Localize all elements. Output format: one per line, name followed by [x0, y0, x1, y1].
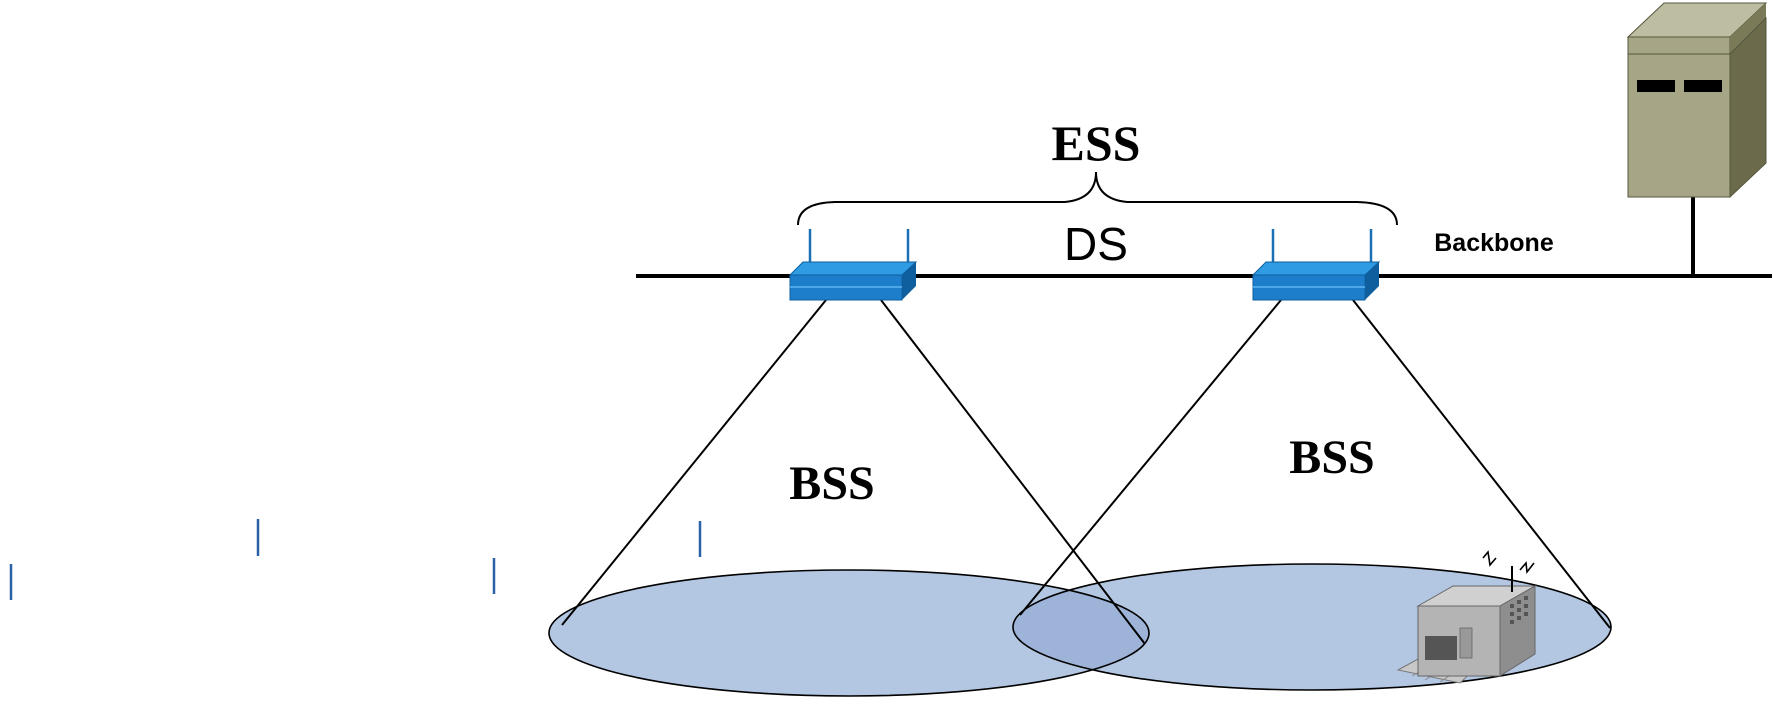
server-icon — [1626, 2, 1768, 199]
access-point-icon — [788, 229, 918, 301]
access-point-icon — [1251, 229, 1381, 301]
ess-brace — [797, 171, 1398, 226]
bss-label-left: BSS — [789, 457, 874, 510]
printer-icon — [1396, 550, 1537, 684]
ds-label: DS — [1064, 218, 1128, 270]
bss-label-right: BSS — [1289, 431, 1374, 484]
bss-area-left — [549, 570, 1149, 696]
stray-marks — [9, 519, 702, 600]
ess-label: ESS — [1052, 115, 1141, 171]
backbone-label: Backbone — [1434, 229, 1554, 257]
coverage-cone-lines — [561, 299, 1611, 645]
